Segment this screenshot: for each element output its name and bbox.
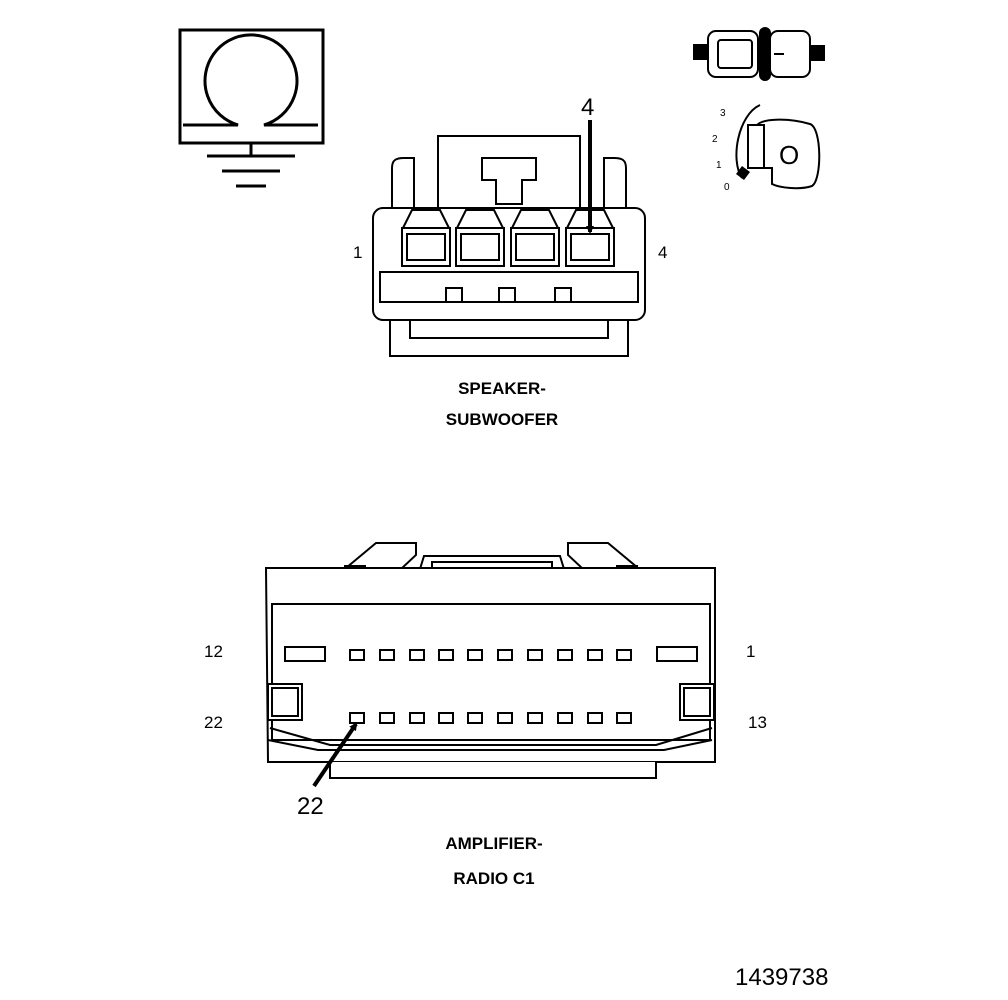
amplifier-cavity-row-2 bbox=[349, 712, 632, 724]
ground-symbol-icon bbox=[178, 28, 325, 188]
plug-icon bbox=[693, 27, 825, 81]
amplifier-pin-13-label: 13 bbox=[748, 713, 767, 732]
amplifier-radio-connector bbox=[264, 542, 716, 779]
key-position-2: 2 bbox=[712, 134, 718, 145]
amplifier-callout-label: 22 bbox=[297, 793, 324, 820]
speaker-title-line1: SPEAKER- bbox=[458, 379, 546, 398]
figure-number: 1439738 bbox=[735, 964, 828, 991]
pin-22-callout-arrow bbox=[312, 722, 358, 788]
amplifier-pin-1-label: 1 bbox=[746, 642, 755, 661]
key-position-0: 0 bbox=[724, 182, 730, 193]
amplifier-pin-12-label: 12 bbox=[204, 642, 223, 661]
amplifier-title-line1: AMPLIFIER- bbox=[445, 834, 542, 853]
speaker-callout-label: 4 bbox=[581, 94, 594, 121]
speaker-title-line2: SUBWOOFER bbox=[446, 410, 558, 429]
amplifier-title-line2: RADIO C1 bbox=[453, 869, 534, 888]
key-position-1: 1 bbox=[716, 160, 722, 171]
speaker-pin-1-label: 1 bbox=[353, 243, 362, 262]
key-position-3: 3 bbox=[720, 108, 726, 119]
amplifier-cavity-row-1 bbox=[349, 649, 632, 661]
amplifier-pin-22-label: 22 bbox=[204, 713, 223, 732]
ignition-key-icon: 3 2 1 0 O bbox=[712, 104, 821, 193]
key-label: O bbox=[779, 140, 799, 170]
speaker-pin-4-label: 4 bbox=[658, 243, 667, 262]
speaker-terminal bbox=[455, 209, 505, 267]
speaker-terminal bbox=[401, 209, 451, 267]
speaker-subwoofer-connector bbox=[372, 135, 646, 357]
speaker-terminal bbox=[510, 209, 560, 267]
